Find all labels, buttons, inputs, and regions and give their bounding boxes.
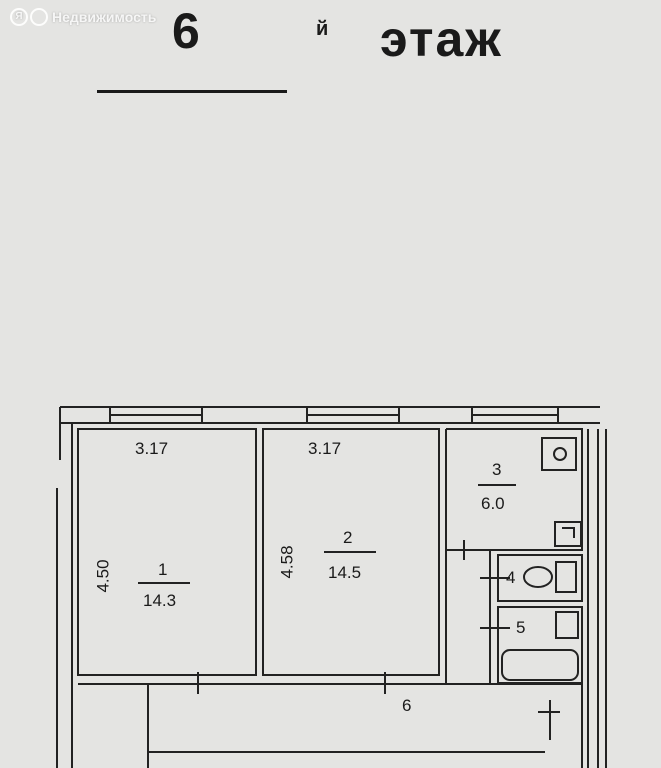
room-4-number: 4: [506, 568, 516, 587]
floor-number: 6: [172, 3, 200, 59]
room-2-outline: [262, 428, 440, 676]
room-2-width: 3.17: [308, 439, 342, 458]
stove-icon: [541, 437, 577, 471]
room-3-area: 6.0: [481, 494, 505, 513]
room-2-length: 4.58: [277, 545, 297, 579]
sink-tap-icon: [562, 527, 575, 538]
watermark: Я Недвижимость: [10, 8, 156, 26]
room-1-outline: [77, 428, 257, 676]
floor-word: этаж: [380, 11, 503, 67]
room-2-area: 14.5: [328, 563, 362, 582]
header-underline: [97, 90, 287, 93]
room-3-outline: [445, 428, 583, 551]
toilet-tank-icon: [555, 561, 577, 593]
sink-icon: [554, 521, 582, 547]
logo-ring-icon: [30, 8, 48, 26]
watermark-text: Недвижимость: [52, 9, 157, 25]
toilet-bowl-icon: [523, 566, 553, 588]
bathtub-icon: [501, 649, 579, 681]
stove-burner-icon: [553, 447, 567, 461]
floor-suffix: й: [316, 18, 329, 40]
yandex-logo-icon: Я: [10, 8, 48, 26]
room-5-outline: [497, 606, 583, 684]
room-1-area: 14.3: [143, 591, 177, 610]
washbasin-icon: [555, 611, 579, 639]
room-6-number: 6: [402, 696, 412, 715]
room-1-number: 1: [158, 560, 168, 579]
room-5-number: 5: [516, 618, 526, 637]
room-1-width: 3.17: [135, 439, 169, 458]
corridor-outline: [78, 683, 583, 768]
logo-letter: Я: [10, 8, 28, 26]
room-1-length: 4.50: [93, 559, 113, 593]
room-2-number: 2: [343, 528, 353, 547]
room-3-number: 3: [492, 460, 502, 479]
